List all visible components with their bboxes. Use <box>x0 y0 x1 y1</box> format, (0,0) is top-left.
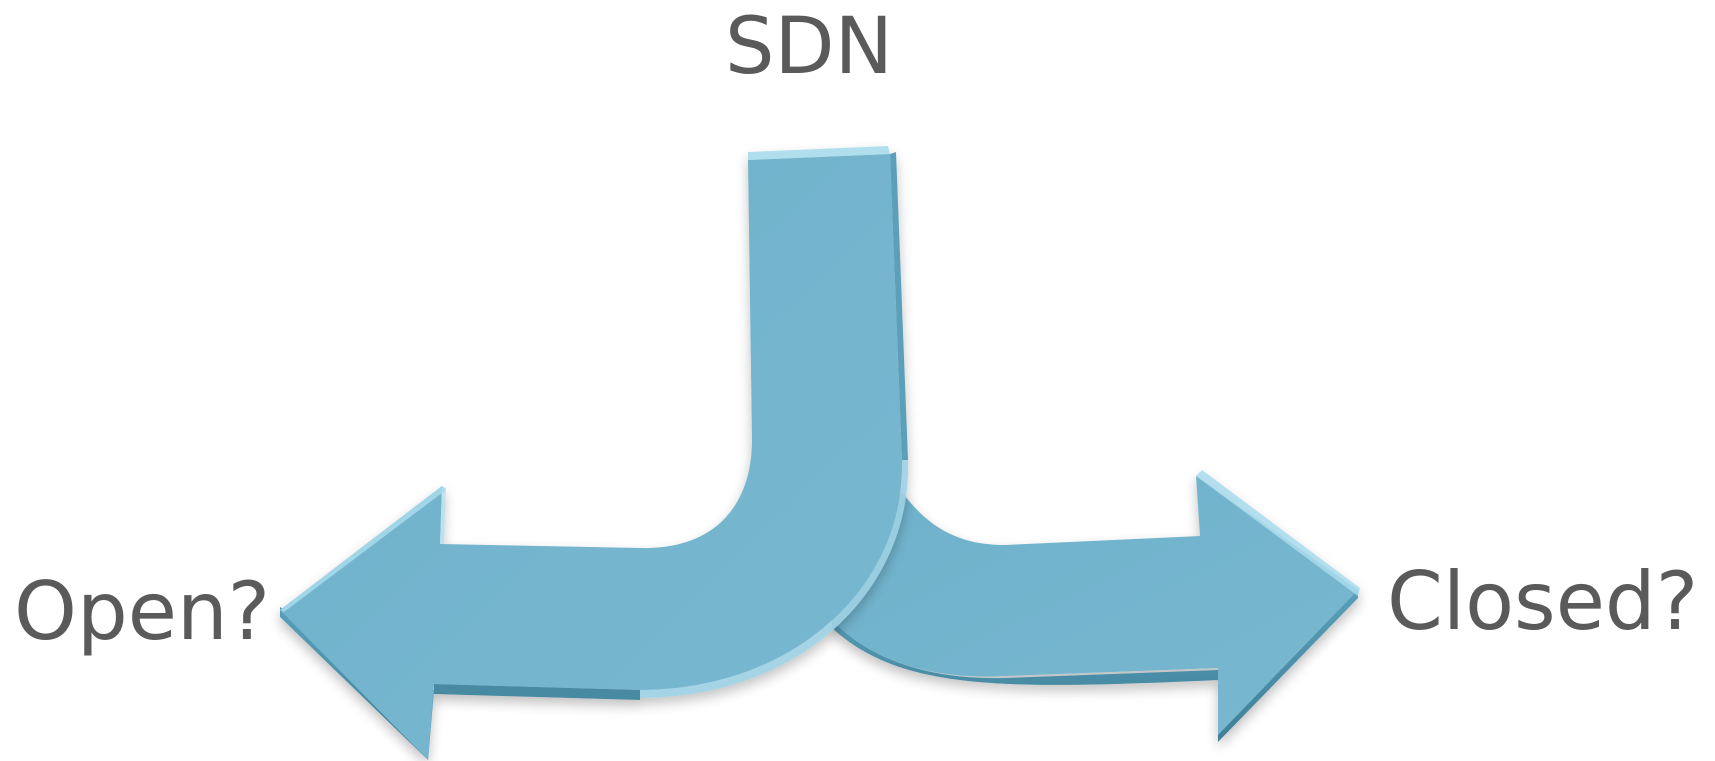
main-arrow <box>280 146 909 760</box>
stem-side-edge <box>890 152 908 460</box>
right-arrow-body <box>832 476 1358 735</box>
left-arm-bottom-edge <box>434 684 640 700</box>
right-arrow <box>832 470 1360 742</box>
main-arrow-body <box>280 154 903 760</box>
right-option-label: Closed? <box>1387 555 1699 648</box>
right-arrow-highlight <box>1196 470 1360 596</box>
left-option-label: Open? <box>14 565 271 658</box>
stem-top-highlight <box>748 146 890 160</box>
left-arrow-highlight <box>280 486 446 612</box>
diagram-title: SDN <box>725 2 893 92</box>
left-arrow-notch-highlight <box>440 486 446 544</box>
